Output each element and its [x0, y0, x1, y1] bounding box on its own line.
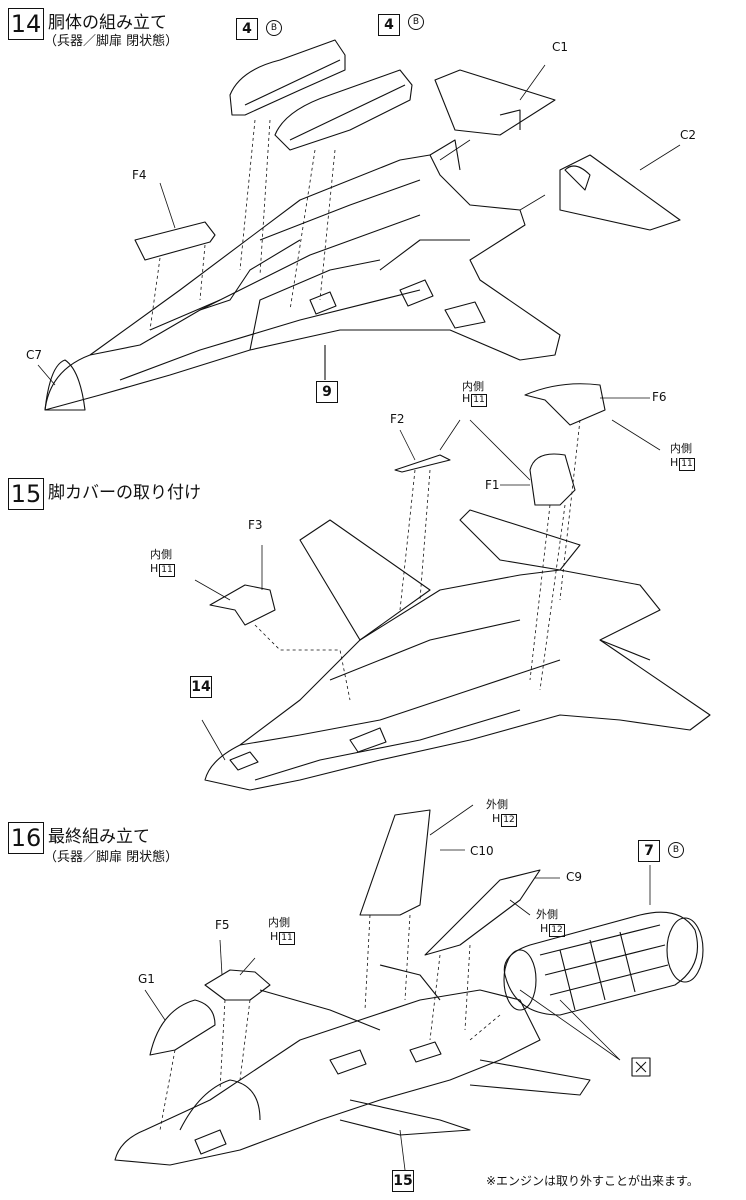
step16-inner-label: 内側 — [268, 916, 290, 929]
step16-title: 最終組み立て — [48, 827, 150, 847]
f2-part — [394, 454, 451, 473]
step14-fuselage-drawing — [37, 39, 681, 411]
step15-title: 脚カバーの取り付け — [48, 483, 201, 503]
step15-inner-label-left: 内側 — [150, 548, 172, 561]
step15-fuselage-drawing — [194, 383, 711, 791]
step14-circled-b-left: B — [266, 20, 282, 36]
f6-part — [524, 383, 606, 426]
part-label-f6: F6 — [652, 390, 667, 404]
step16-outer-label-right: 外側 — [536, 908, 558, 921]
step15-inner-label-right: 内側 — [670, 442, 692, 455]
engine-part — [503, 911, 699, 1016]
step16-subtitle: （兵器／脚扉 閉状態） — [44, 850, 179, 865]
step16-outer-label-top: 外側 — [486, 798, 508, 811]
step15-inner-label-top: 内側 — [462, 380, 484, 393]
c1-part — [434, 69, 556, 136]
f3-part — [209, 584, 276, 626]
part-label-g1: G1 — [138, 972, 155, 986]
part-label-c10: C10 — [470, 844, 494, 858]
step16-circled-b: B — [668, 842, 684, 858]
part4-left — [229, 39, 346, 116]
c2-part — [559, 154, 681, 231]
f5-part — [204, 969, 271, 1001]
part-label-f4: F4 — [132, 168, 147, 182]
part4-right — [274, 69, 413, 151]
step14-ref-box-9: 9 — [316, 381, 338, 403]
step14-circled-b-right: B — [408, 14, 424, 30]
g1-canopy — [149, 999, 216, 1056]
f1-part — [529, 453, 576, 506]
part-label-c7: C7 — [26, 348, 43, 362]
part-label-f5: F5 — [215, 918, 230, 932]
step14-number: 14 — [8, 8, 44, 40]
part-label-c9: C9 — [566, 870, 583, 884]
step16-fuselage-drawing — [114, 804, 704, 1171]
remove-icon-frame — [631, 1057, 651, 1077]
step15-number: 15 — [8, 478, 44, 510]
step14-title: 胴体の組み立て — [48, 13, 167, 33]
part-label-f3: F3 — [248, 518, 263, 532]
step15-ref-box-14: 14 — [190, 676, 212, 698]
part-label-f1: F1 — [485, 478, 500, 492]
part-label-c1: C1 — [552, 40, 569, 54]
step16-ref-box-7: 7 — [638, 840, 660, 862]
step14-ref-box-4-right: 4 — [378, 14, 400, 36]
step16-number: 16 — [8, 822, 44, 854]
step14-subtitle: （兵器／脚扉 閉状態） — [44, 34, 179, 49]
step14-ref-box-4-left: 4 — [236, 18, 258, 40]
step16-ref-box-15: 15 — [392, 1170, 414, 1192]
c10-part — [359, 809, 431, 916]
c7-nose-cone — [44, 359, 86, 411]
f4-part — [134, 221, 216, 261]
part-label-c2: C2 — [680, 128, 697, 142]
part-label-f2: F2 — [390, 412, 405, 426]
engine-removable-note: ※エンジンは取り外すことが出来ます。 — [486, 1174, 699, 1188]
c9-part — [424, 869, 541, 956]
